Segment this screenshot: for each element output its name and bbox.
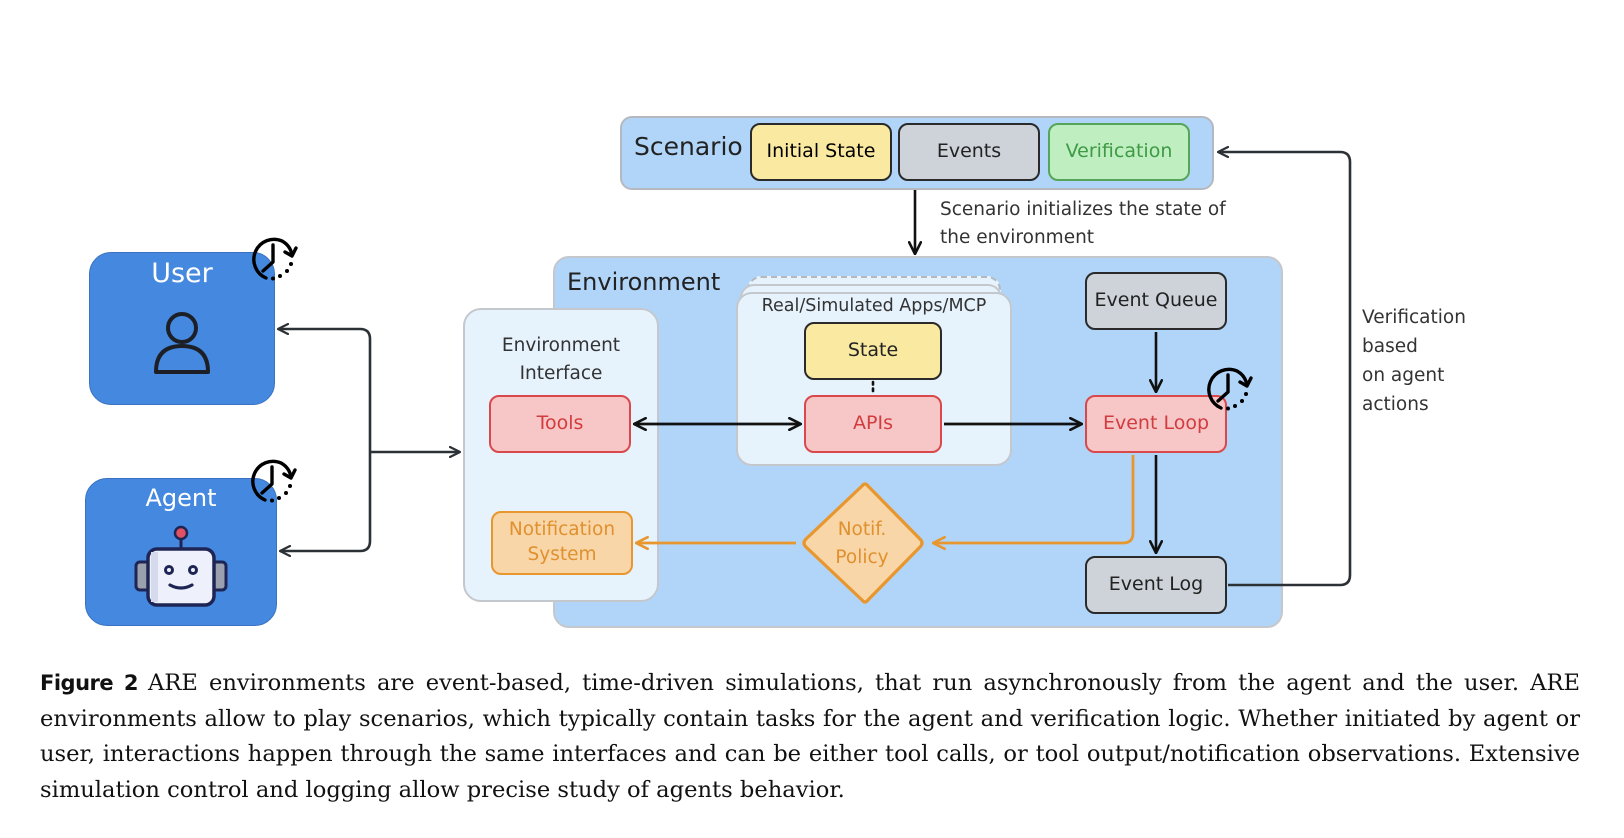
environment-interface-title-line1: Environment	[501, 335, 621, 356]
verification-box: Verification	[1048, 123, 1190, 181]
notification-system-line1: Notification	[508, 519, 616, 541]
arrow-eventlog-to-verification	[1218, 152, 1352, 587]
scenario-title: Scenario	[634, 132, 743, 161]
verification-note-line1: Verification	[1362, 307, 1466, 328]
scenario-init-note-line1: Scenario initializes the state of	[940, 199, 1226, 220]
notif-policy-line2: Policy	[835, 547, 889, 568]
notif-policy-label: Notif. Policy	[800, 516, 924, 572]
notification-system-line2: System	[527, 544, 597, 565]
environment-interface-title-line2: Interface	[519, 363, 603, 384]
notif-policy-diamond	[802, 482, 924, 604]
apis-box: APIs	[804, 395, 942, 453]
state-box: State	[804, 322, 942, 380]
event-queue-box: Event Queue	[1085, 272, 1227, 330]
tools-box: Tools	[489, 395, 631, 453]
initial-state-box: Initial State	[750, 123, 892, 181]
verification-note-line2: based	[1362, 336, 1418, 357]
event-log-box: Event Log	[1085, 556, 1227, 614]
user-title: User	[151, 258, 213, 289]
notification-system-box: Notification System	[491, 511, 633, 575]
clock-timer-icon-agent	[251, 459, 297, 505]
verification-note: Verification based on agent actions	[1362, 303, 1466, 419]
clock-timer-icon-user	[252, 237, 298, 283]
arrow-interface-to-user	[278, 329, 372, 452]
arrow-interface-to-agent	[280, 452, 372, 551]
event-loop-box: Event Loop	[1085, 395, 1227, 453]
are-architecture-diagram: Scenario Initial State Events Verificati…	[85, 0, 1466, 628]
environment-interface-title: Environment Interface	[463, 332, 659, 388]
verification-note-line3: on agent	[1362, 365, 1445, 386]
connectors-overlay	[134, 0, 1352, 607]
agent-title: Agent	[145, 484, 217, 512]
person-icon	[154, 312, 210, 374]
scenario-init-note-line2: the environment	[940, 227, 1095, 248]
scenario-init-note: Scenario initializes the state of the en…	[940, 196, 1240, 252]
robot-icon	[134, 525, 228, 607]
caption-text: ARE environments are event-based, time-d…	[40, 670, 1580, 803]
notif-policy-line1: Notif.	[837, 519, 887, 540]
verification-note-line4: actions	[1362, 394, 1429, 415]
arrow-eventloop-to-policy	[933, 455, 1135, 543]
apps-title: Real/Simulated Apps/MCP	[761, 296, 987, 316]
user-box	[89, 252, 275, 405]
environment-title: Environment	[567, 268, 721, 296]
figure-label: Figure 2	[40, 671, 139, 695]
events-box: Events	[898, 123, 1040, 181]
clock-timer-icon-eventloop	[1207, 367, 1253, 413]
